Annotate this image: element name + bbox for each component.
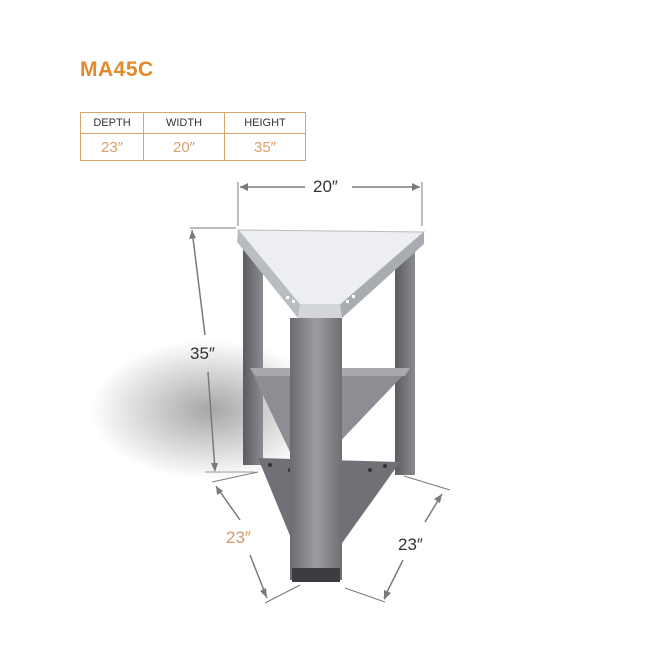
hole [346,300,349,303]
depth-right-ext-bottom [344,587,386,603]
table-header-row: DEPTH WIDTH HEIGHT [80,112,306,134]
height-line-bottom [207,371,216,471]
depth-left-arrow-top [216,486,223,495]
hole [286,296,289,299]
bolt [383,464,387,468]
hole [352,295,355,298]
width-arrow-right [412,183,420,191]
product-title: MA45C [80,58,154,81]
table-value-row: 23″ 20″ 35″ [80,133,306,161]
height-line-top [191,229,206,336]
front-leg [290,318,342,580]
back-left-leg [243,240,263,465]
value-width: 20″ [143,133,225,161]
depth-right-arrow-bottom [384,590,391,600]
countertop-right-edge [340,232,424,318]
depth-left-arrow-bottom [260,588,267,598]
height-arrow-top [189,230,196,239]
hole [292,300,295,303]
depth-left-dimension-label: 23″ [226,528,251,547]
value-height: 35″ [224,133,306,161]
depth-left-ext-bottom [264,584,301,604]
width-arrow-left [240,183,248,191]
bolt [368,468,372,472]
depth-right-dimension-label: 23″ [398,535,423,554]
bolt [268,463,272,467]
countertop-front-edge [298,305,342,318]
countertop-left-edge [237,230,300,318]
width-dimension-label: 20″ [313,177,338,196]
depth-right-ext-top [403,475,451,491]
depth-left-ext-top [211,471,259,483]
back-right-leg [395,250,415,475]
front-leg-foot [292,568,340,582]
depth-right-arrow-top [434,494,442,503]
header-width: WIDTH [143,112,225,134]
dimensions-table: DEPTH WIDTH HEIGHT 23″ 20″ 35″ [80,112,306,161]
value-depth: 23″ [80,133,144,161]
height-dimension-label: 35″ [190,344,215,363]
height-arrow-bottom [211,463,218,472]
